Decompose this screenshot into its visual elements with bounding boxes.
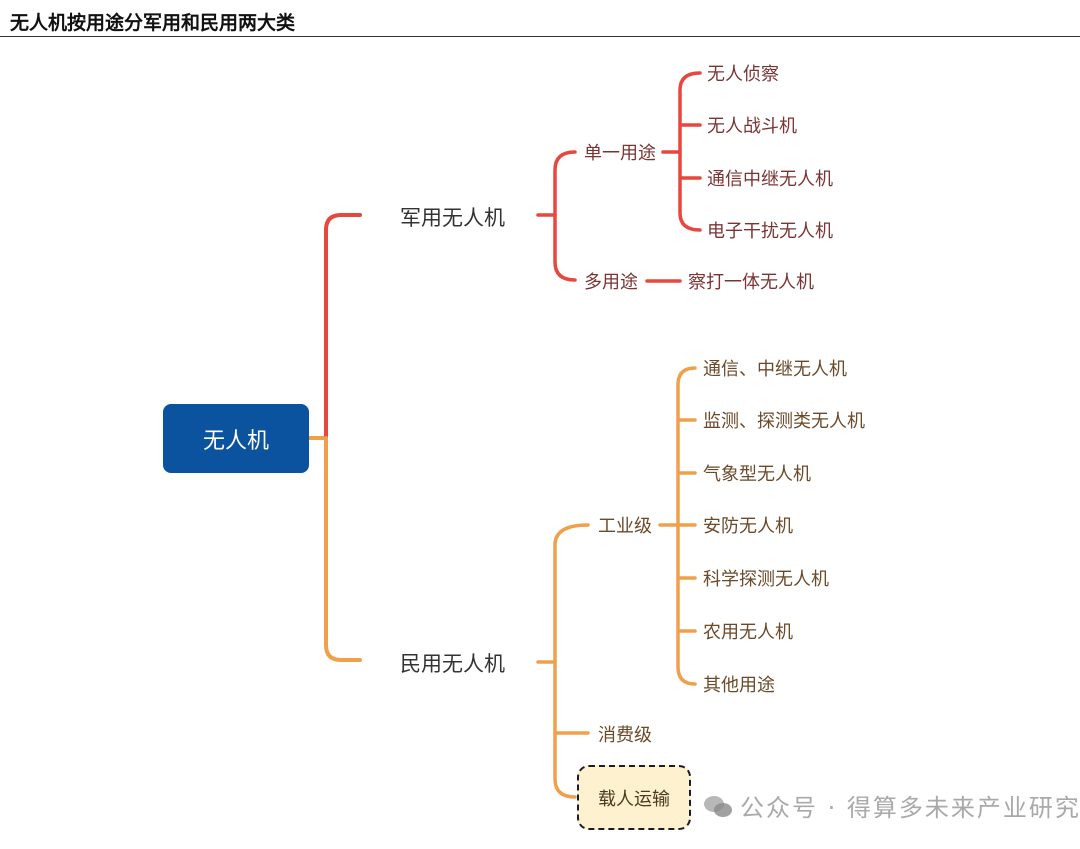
consumer-node: 消费级 (598, 725, 652, 746)
leaf-node: 安防无人机 (703, 516, 793, 537)
civil-branch (324, 436, 362, 662)
manned-transport-highlight (577, 765, 691, 830)
leaf-node: 农用无人机 (703, 622, 793, 643)
industrial-leaves (676, 366, 697, 686)
leaf-node: 其他用途 (703, 675, 775, 696)
leaf-node: 电子干扰无人机 (707, 221, 833, 242)
leaf-node: 气象型无人机 (703, 464, 811, 485)
multi-use-node: 多用途 (584, 272, 638, 293)
military-node: 军用无人机 (400, 206, 505, 230)
civil-sub-branch (553, 523, 590, 799)
industrial-node: 工业级 (598, 516, 652, 537)
root-node: 无人机 (163, 404, 309, 473)
manned-transport-node: 载人运输 (598, 789, 670, 810)
watermark: 公众号 · 得算多未来产业研究 (740, 794, 1080, 822)
leaf-node: 科学探测无人机 (703, 569, 829, 590)
page-title: 无人机按用途分军用和民用两大类 (10, 12, 296, 34)
single-branch (553, 150, 577, 282)
military-branch (324, 213, 362, 440)
title-divider (0, 36, 1080, 37)
root-label: 无人机 (202, 428, 269, 454)
leaf-node: 无人战斗机 (707, 116, 797, 137)
wechat-icon (704, 796, 732, 817)
civil-node: 民用无人机 (400, 652, 505, 676)
leaf-node: 通信中继无人机 (707, 169, 833, 190)
leaf-node: 无人侦察 (707, 64, 779, 85)
leaf-node: 通信、中继无人机 (703, 359, 847, 380)
single-leaves (678, 71, 702, 232)
single-use-node: 单一用途 (584, 143, 656, 164)
leaf-node: 监测、探测类无人机 (703, 411, 865, 432)
leaf-node: 察打一体无人机 (688, 272, 814, 293)
